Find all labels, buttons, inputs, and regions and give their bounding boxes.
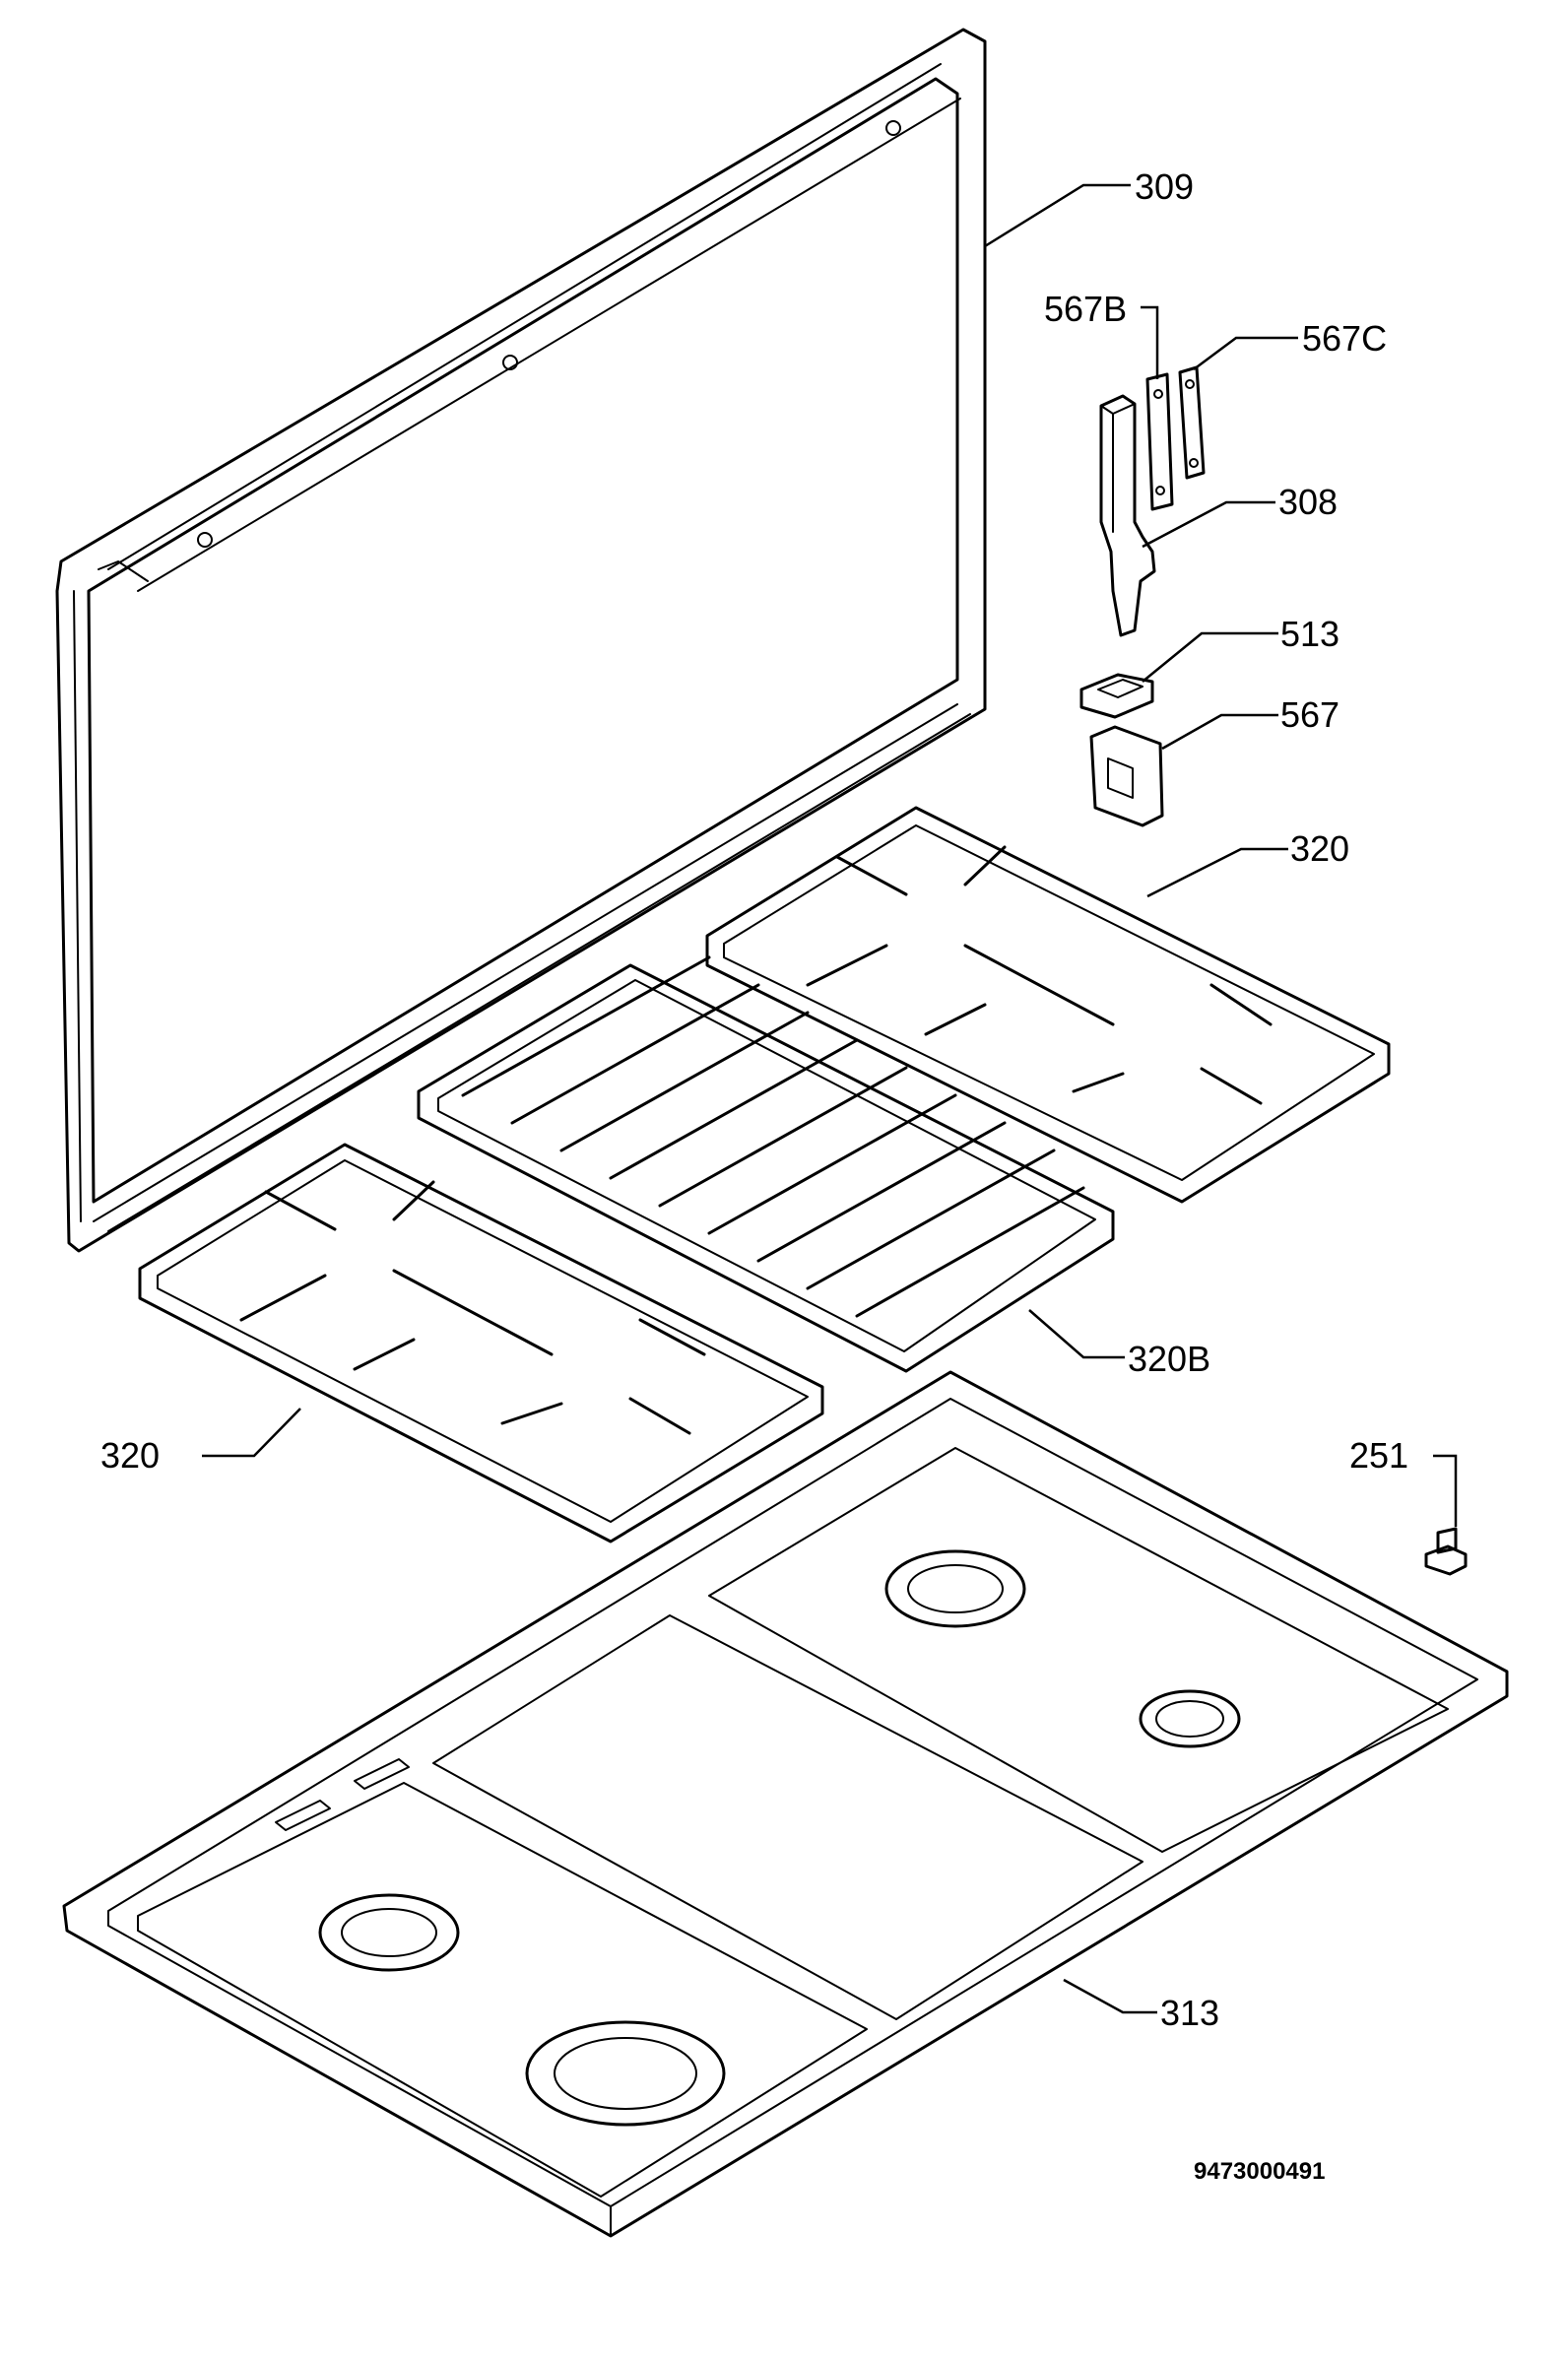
label-567c: 567C <box>1302 318 1387 359</box>
label-567: 567 <box>1280 694 1339 735</box>
leader-lines <box>202 183 1458 2014</box>
hob-top-313 <box>62 1370 1509 2238</box>
label-309: 309 <box>1135 166 1194 207</box>
label-251: 251 <box>1349 1435 1408 1476</box>
part-labels: 309 567B 567C 308 513 567 320 320B 320 2… <box>100 166 1408 2185</box>
lid-frame-309 <box>55 28 987 1253</box>
hinge-plate-567c <box>1178 365 1206 480</box>
griddle-grate-320b <box>417 955 1115 1373</box>
hinge-bar-308 <box>1099 394 1156 637</box>
hinge-plate-567b <box>1145 372 1174 511</box>
label-567b: 567B <box>1044 289 1127 329</box>
label-320-right: 320 <box>1290 828 1349 869</box>
drawing-number: 9473000491 <box>1194 2158 1325 2185</box>
pan-support-320-right <box>705 806 1391 1204</box>
pan-support-320-left <box>138 1143 824 1543</box>
hinge-clip-513 <box>1079 673 1154 719</box>
hinge-plate-567 <box>1089 725 1164 827</box>
label-308: 308 <box>1278 482 1338 522</box>
label-320b: 320B <box>1128 1339 1210 1379</box>
label-513: 513 <box>1280 614 1339 654</box>
label-320-left: 320 <box>100 1435 160 1476</box>
knob-251 <box>1424 1527 1468 1576</box>
label-313: 313 <box>1160 1993 1219 2033</box>
